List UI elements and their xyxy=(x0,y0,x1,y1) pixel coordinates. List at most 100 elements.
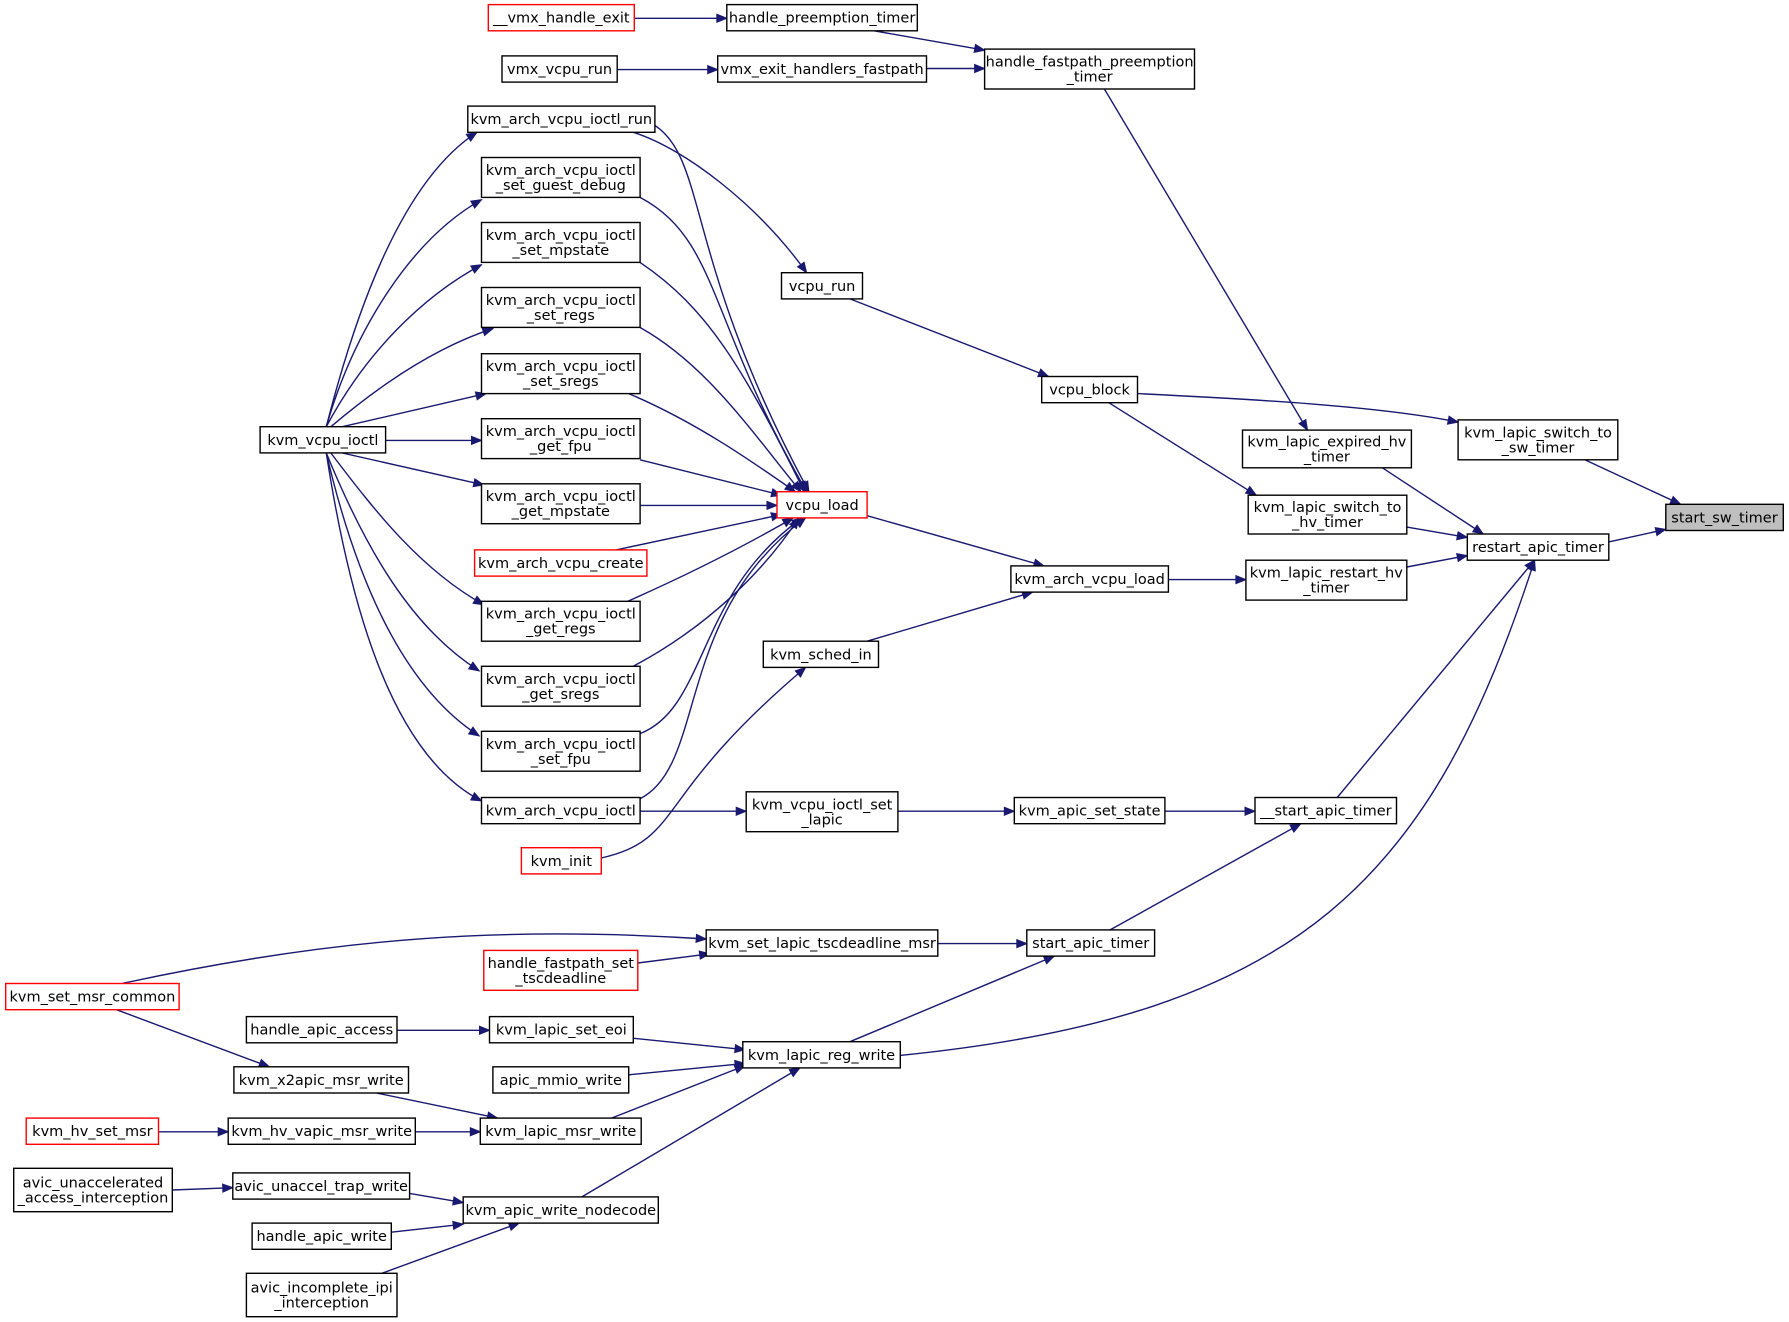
node-kvm-arch-vcpu-ioctl-set-fpu[interactable]: kvm_arch_vcpu_ioctl_set_fpu xyxy=(480,730,641,772)
node-apic-mmio-write[interactable]: apic_mmio_write xyxy=(492,1066,630,1094)
node-box xyxy=(488,1015,635,1044)
node-restart-apic-timer[interactable]: restart_apic_timer xyxy=(1466,533,1610,561)
node-kvm-arch-vcpu-ioctl-get-fpu[interactable]: kvm_arch_vcpu_ioctl_get_fpu xyxy=(480,418,641,460)
node-kvm-arch-vcpu-ioctl[interactable]: kvm_arch_vcpu_ioctl xyxy=(480,796,641,825)
node-vmx-vcpu-run[interactable]: vmx_vcpu_run xyxy=(501,55,618,83)
arrowhead xyxy=(790,480,802,493)
node-kvm-hv-set-msr[interactable]: kvm_hv_set_msr xyxy=(25,1117,160,1145)
node-kvm-arch-vcpu-ioctl-get-sregs[interactable]: kvm_arch_vcpu_ioctl_get_sregs xyxy=(480,665,641,707)
arrowhead xyxy=(1244,485,1258,496)
node-kvm-arch-vcpu-ioctl-set-guest-debug[interactable]: kvm_arch_vcpu_ioctl_set_guest_debug xyxy=(480,156,641,199)
edge-line xyxy=(624,517,794,604)
node-label: kvm_hv_vapic_msr_write xyxy=(231,1124,412,1140)
edge-line xyxy=(639,326,802,493)
node-kvm-lapic-set-eoi[interactable]: kvm_lapic_set_eoi xyxy=(488,1015,635,1044)
node-vmx-exit-handlers-fastpath[interactable]: vmx_exit_handlers_fastpath xyxy=(717,55,928,83)
node-avic-incomplete-ipi-interception[interactable]: avic_incomplete_ipi_interception xyxy=(245,1272,398,1318)
node-kvm-arch-vcpu-ioctl-set-sregs[interactable]: kvm_arch_vcpu_ioctl_set_sregs xyxy=(480,353,641,395)
node-label: _timer xyxy=(1302,581,1349,597)
node-label: avic_unaccel_trap_write xyxy=(234,1179,408,1195)
node-label: kvm_apic_set_state xyxy=(1019,804,1161,820)
node-start-sw-timer[interactable]: start_sw_timer xyxy=(1665,503,1785,532)
node-start-apic-timer[interactable]: start_apic_timer xyxy=(1026,929,1156,957)
node-kvm-apic-write-nodecode[interactable]: kvm_apic_write_nodecode xyxy=(462,1196,660,1224)
node-label: handle_apic_write xyxy=(256,1229,387,1245)
node-label: vcpu_run xyxy=(789,279,856,295)
edge-line xyxy=(1109,823,1302,931)
call-edge-kvm_arch_vcpu_ioctl-to-vcpu_load xyxy=(639,517,807,800)
call-edge-kvm_lapic_switch_to_hv_timer-to-restart_apic_timer xyxy=(1406,526,1469,541)
edge-line xyxy=(849,298,1049,378)
node-kvm-init[interactable]: kvm_init xyxy=(520,847,603,875)
node-handle-preemption-timer[interactable]: handle_preemption_timer xyxy=(726,3,918,32)
node-box xyxy=(25,1117,160,1145)
node-label: kvm_arch_vcpu_ioctl xyxy=(486,424,636,440)
node-kvm-lapic-switch-to-sw-timer[interactable]: kvm_lapic_switch_to_sw_timer xyxy=(1457,419,1619,461)
node-label: _timer xyxy=(1303,450,1350,466)
node-kvm-set-lapic-tscdeadline-msr[interactable]: kvm_set_lapic_tscdeadline_msr xyxy=(705,929,939,957)
node-kvm-hv-vapic-msr-write[interactable]: kvm_hv_vapic_msr_write xyxy=(227,1117,417,1145)
arrowhead xyxy=(974,63,986,74)
node-vcpu-load[interactable]: vcpu_load xyxy=(776,491,868,519)
call-edge-kvm_vcpu_ioctl-to-kvm_arch_vcpu_ioctl_set_mpstate xyxy=(325,264,483,428)
node-handle-fastpath-preemption-timer[interactable]: handle_fastpath_preemption_timer xyxy=(983,48,1196,90)
node-kvm-lapic-switch-to-hv-timer[interactable]: kvm_lapic_switch_to_hv_timer xyxy=(1247,494,1408,535)
node-avic-unaccel-trap-write[interactable]: avic_unaccel_trap_write xyxy=(232,1172,411,1200)
node-kvm-arch-vcpu-ioctl-get-mpstate[interactable]: kvm_arch_vcpu_ioctl_get_mpstate xyxy=(480,483,641,525)
node-box xyxy=(492,1066,630,1094)
edge-line xyxy=(378,1222,520,1276)
node-handle-apic-access[interactable]: handle_apic_access xyxy=(245,1015,398,1044)
call-edge-kvm_vcpu_ioctl-to-kvm_arch_vcpu_ioctl_get_regs xyxy=(330,452,485,606)
node-box xyxy=(4,982,180,1011)
node-kvm-arch-vcpu-ioctl-set-mpstate[interactable]: kvm_arch_vcpu_ioctl_set_mpstate xyxy=(480,221,641,264)
call-edge-kvm_vcpu_ioctl-to-kvm_arch_vcpu_ioctl_get_fpu xyxy=(385,435,483,446)
node-kvm-vcpu-ioctl-set-lapic[interactable]: kvm_vcpu_ioctl_set_lapic xyxy=(745,791,899,833)
node-label: kvm_vcpu_ioctl_set xyxy=(752,797,893,813)
node-kvm-apic-set-state[interactable]: kvm_apic_set_state xyxy=(1013,796,1166,825)
arrowhead xyxy=(766,500,779,511)
node-kvm-lapic-reg-write[interactable]: kvm_lapic_reg_write xyxy=(742,1040,901,1069)
arrowhead xyxy=(470,199,483,209)
node-kvm-arch-vcpu-load[interactable]: kvm_arch_vcpu_load xyxy=(1010,565,1170,593)
node-kvm-x2apic-msr-write[interactable]: kvm_x2apic_msr_write xyxy=(233,1066,410,1094)
arrowhead xyxy=(467,661,481,672)
node-kvm-lapic-expired-hv-timer[interactable]: kvm_lapic_expired_hv_timer xyxy=(1241,429,1413,469)
node---vmx-handle-exit[interactable]: __vmx_handle_exit xyxy=(487,3,635,32)
node-vcpu-run[interactable]: vcpu_run xyxy=(780,272,864,300)
edge-line xyxy=(325,264,482,428)
edge-line xyxy=(849,955,1055,1043)
node-kvm-lapic-restart-hv-timer[interactable]: kvm_lapic_restart_hv_timer xyxy=(1245,559,1408,601)
node-box xyxy=(501,55,618,83)
node-avic-unaccelerated-access-interception[interactable]: avic_unaccelerated_access_interception xyxy=(12,1167,174,1213)
node-kvm-arch-vcpu-ioctl-run[interactable]: kvm_arch_vcpu_ioctl_run xyxy=(467,105,656,133)
node-kvm-lapic-msr-write[interactable]: kvm_lapic_msr_write xyxy=(479,1117,642,1145)
call-edge-handle_fastpath_preemption_timer-to-kvm_lapic_expired_hv_timer xyxy=(1103,88,1309,432)
node-kvm-sched-in[interactable]: kvm_sched_in xyxy=(762,640,880,669)
call-edge-vcpu_load-to-kvm_arch_vcpu_load xyxy=(866,515,1046,568)
node-box xyxy=(462,1196,660,1224)
node-handle-apic-write[interactable]: handle_apic_write xyxy=(251,1222,393,1250)
node-label: kvm_set_lapic_tscdeadline_msr xyxy=(708,936,936,952)
call-edge-kvm_vcpu_ioctl-to-kvm_arch_vcpu_ioctl_set_sregs xyxy=(342,391,488,428)
node-kvm-set-msr-common[interactable]: kvm_set_msr_common xyxy=(4,982,180,1011)
node-label: kvm_arch_vcpu_ioctl xyxy=(486,293,636,309)
node-kvm-arch-vcpu-ioctl-set-regs[interactable]: kvm_arch_vcpu_ioctl_set_regs xyxy=(480,286,641,329)
call-edge-vcpu_run-to-vcpu_block xyxy=(849,298,1050,378)
edge-line xyxy=(866,515,1045,567)
node-label: kvm_vcpu_ioctl xyxy=(267,433,378,449)
call-edge-kvm_arch_vcpu_ioctl_get_fpu-to-vcpu_load xyxy=(639,459,783,498)
edge-line xyxy=(639,261,806,493)
call-edge-avic_unaccel_trap_write-to-kvm_apic_write_nodecode xyxy=(409,1192,465,1206)
node-box xyxy=(467,105,656,133)
node---start-apic-timer[interactable]: __start_apic_timer xyxy=(1254,796,1398,825)
node-handle-fastpath-set-tscdeadline[interactable]: handle_fastpath_set_tscdeadline xyxy=(483,949,639,992)
call-edge-kvm_vcpu_ioctl-to-kvm_arch_vcpu_ioctl_get_mpstate xyxy=(342,452,486,488)
node-label: kvm_arch_vcpu_ioctl xyxy=(486,804,636,820)
node-vcpu-block[interactable]: vcpu_block xyxy=(1040,375,1139,404)
node-kvm-arch-vcpu-ioctl-get-regs[interactable]: kvm_arch_vcpu_ioctl_get_regs xyxy=(480,600,641,642)
arrowhead xyxy=(1669,495,1682,505)
arrowhead xyxy=(471,435,483,446)
node-kvm-arch-vcpu-create[interactable]: kvm_arch_vcpu_create xyxy=(473,549,648,577)
node-kvm-vcpu-ioctl[interactable]: kvm_vcpu_ioctl xyxy=(259,426,387,454)
call-edge-vmx_exit_handlers_fastpath-to-handle_fastpath_preemption_timer xyxy=(926,63,986,74)
